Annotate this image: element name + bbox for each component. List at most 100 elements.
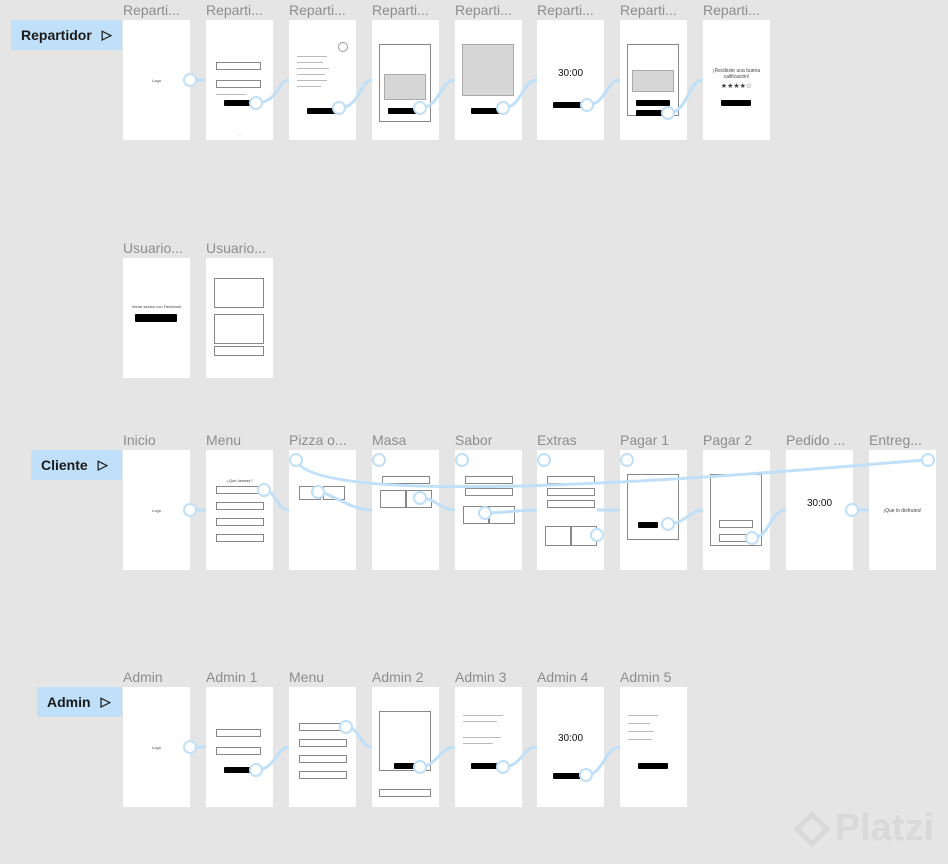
screen-cliente-entrega[interactable]: ¡Que lo disfrutes! bbox=[869, 450, 936, 570]
screen-admin-splash[interactable]: Logo bbox=[123, 687, 190, 807]
menu-heading: ¿Qué deseas? bbox=[226, 478, 253, 483]
password-field[interactable] bbox=[216, 80, 261, 88]
screen-cliente-extras[interactable] bbox=[537, 450, 604, 570]
screen-cliente-inicio[interactable]: Logo bbox=[123, 450, 190, 570]
screen-cliente-pagar-2[interactable] bbox=[703, 450, 770, 570]
ready-button[interactable] bbox=[553, 773, 581, 779]
dough-option[interactable] bbox=[406, 490, 432, 508]
screen-cliente-masa[interactable] bbox=[372, 450, 439, 570]
screen-usuario-login[interactable]: Iniciar sesión con Facebook bbox=[123, 258, 190, 378]
frame-title: Reparti... bbox=[703, 2, 760, 18]
frame-title: Admin 5 bbox=[620, 669, 672, 685]
screen-cliente-menu[interactable]: ¿Qué deseas? bbox=[206, 450, 273, 570]
frame-title: Extras bbox=[537, 432, 577, 448]
frame-title: Admin 4 bbox=[537, 669, 589, 685]
screen-admin-2[interactable] bbox=[372, 687, 439, 807]
screen-admin-menu[interactable] bbox=[289, 687, 356, 807]
prepare-order-button[interactable] bbox=[638, 763, 668, 769]
screen-usuario-status[interactable] bbox=[206, 258, 273, 378]
extra-option[interactable] bbox=[547, 488, 595, 496]
option-other[interactable] bbox=[323, 486, 345, 500]
screen-repartidor-profile[interactable] bbox=[289, 20, 356, 140]
size-option[interactable] bbox=[382, 476, 430, 484]
menu-item[interactable] bbox=[216, 518, 264, 526]
start-button[interactable] bbox=[307, 108, 337, 114]
pay-button[interactable] bbox=[719, 520, 753, 528]
screen-admin-login[interactable] bbox=[206, 687, 273, 807]
continue-button[interactable] bbox=[721, 100, 751, 106]
eta-card bbox=[214, 346, 264, 356]
menu-item[interactable] bbox=[299, 755, 347, 763]
screen-admin-5[interactable] bbox=[620, 687, 687, 807]
extra-option[interactable] bbox=[545, 526, 571, 546]
menu-item[interactable] bbox=[216, 502, 264, 510]
order-card bbox=[214, 278, 264, 308]
screen-repartidor-new-delivery[interactable] bbox=[372, 20, 439, 140]
dough-option[interactable] bbox=[380, 490, 406, 508]
flow-tag-admin[interactable]: Admin ▷ bbox=[37, 687, 122, 717]
confirm-button[interactable] bbox=[471, 108, 505, 114]
order-row[interactable] bbox=[379, 789, 431, 797]
flavor-option[interactable] bbox=[463, 506, 489, 524]
map-view[interactable] bbox=[462, 44, 514, 96]
play-icon: ▷ bbox=[97, 457, 108, 472]
screen-cliente-pizza-o[interactable] bbox=[289, 450, 356, 570]
menu-item[interactable] bbox=[299, 771, 347, 779]
menu-item[interactable] bbox=[216, 534, 264, 542]
forgot-link[interactable] bbox=[216, 94, 246, 95]
facebook-login-button[interactable] bbox=[135, 314, 177, 322]
rating-title: ¡Recibiste una buena calificación! bbox=[712, 68, 761, 80]
frame-title: Admin 3 bbox=[455, 669, 507, 685]
extra-option[interactable] bbox=[571, 526, 597, 546]
timer-display: 30:00 bbox=[557, 68, 584, 79]
username-field[interactable] bbox=[216, 729, 261, 737]
login-button[interactable] bbox=[224, 767, 256, 773]
delivered-button[interactable] bbox=[553, 102, 587, 108]
prepare-button[interactable] bbox=[394, 763, 422, 769]
frame-title: Sabor bbox=[455, 432, 493, 448]
assign-button[interactable] bbox=[471, 763, 497, 769]
screen-repartidor-splash[interactable]: Logo bbox=[123, 20, 190, 140]
username-field[interactable] bbox=[216, 62, 261, 70]
call-button[interactable] bbox=[636, 100, 670, 106]
extra-option[interactable] bbox=[547, 476, 595, 484]
screen-repartidor-rating[interactable]: ¡Recibiste una buena calificación! ★★★★☆ bbox=[703, 20, 770, 140]
accept-button[interactable] bbox=[388, 108, 422, 114]
screen-cliente-pedido[interactable]: 30:00 bbox=[786, 450, 853, 570]
flow-label: Cliente bbox=[41, 457, 88, 473]
flow-tag-cliente[interactable]: Cliente ▷ bbox=[31, 450, 122, 480]
screen-admin-3[interactable] bbox=[455, 687, 522, 807]
frame-title: Reparti... bbox=[123, 2, 180, 18]
menu-item[interactable] bbox=[299, 723, 347, 731]
screen-repartidor-login[interactable]: — bbox=[206, 20, 273, 140]
screen-repartidor-route-map[interactable] bbox=[455, 20, 522, 140]
size-option[interactable] bbox=[465, 488, 513, 496]
play-icon: ▷ bbox=[101, 27, 112, 42]
summary-card bbox=[627, 474, 679, 540]
frame-title: Pizza o... bbox=[289, 432, 347, 448]
avatar bbox=[338, 42, 348, 52]
frame-title: Reparti... bbox=[372, 2, 429, 18]
screen-repartidor-delivery-detail[interactable] bbox=[620, 20, 687, 140]
menu-item[interactable] bbox=[216, 486, 264, 494]
confirm-order-button[interactable] bbox=[719, 534, 753, 542]
option-pizza[interactable] bbox=[299, 486, 321, 500]
menu-item[interactable] bbox=[299, 739, 347, 747]
finish-button[interactable] bbox=[636, 110, 670, 116]
size-option[interactable] bbox=[465, 476, 513, 484]
flavor-option[interactable] bbox=[489, 506, 515, 524]
pay-button[interactable] bbox=[638, 522, 658, 528]
flow-tag-repartidor[interactable]: Repartidor ▷ bbox=[11, 20, 122, 50]
frame-title: Pagar 1 bbox=[620, 432, 670, 448]
footer-text: — bbox=[238, 133, 241, 137]
screen-repartidor-timer[interactable]: 30:00 bbox=[537, 20, 604, 140]
screen-cliente-sabor[interactable] bbox=[455, 450, 522, 570]
screen-admin-4[interactable]: 30:00 bbox=[537, 687, 604, 807]
play-icon: ▷ bbox=[100, 694, 111, 709]
password-field[interactable] bbox=[216, 747, 261, 755]
screen-cliente-pagar-1[interactable] bbox=[620, 450, 687, 570]
frame-title: Inicio bbox=[123, 432, 156, 448]
extra-option[interactable] bbox=[547, 500, 595, 508]
map-thumbnail bbox=[632, 70, 674, 92]
login-button[interactable] bbox=[224, 100, 256, 106]
